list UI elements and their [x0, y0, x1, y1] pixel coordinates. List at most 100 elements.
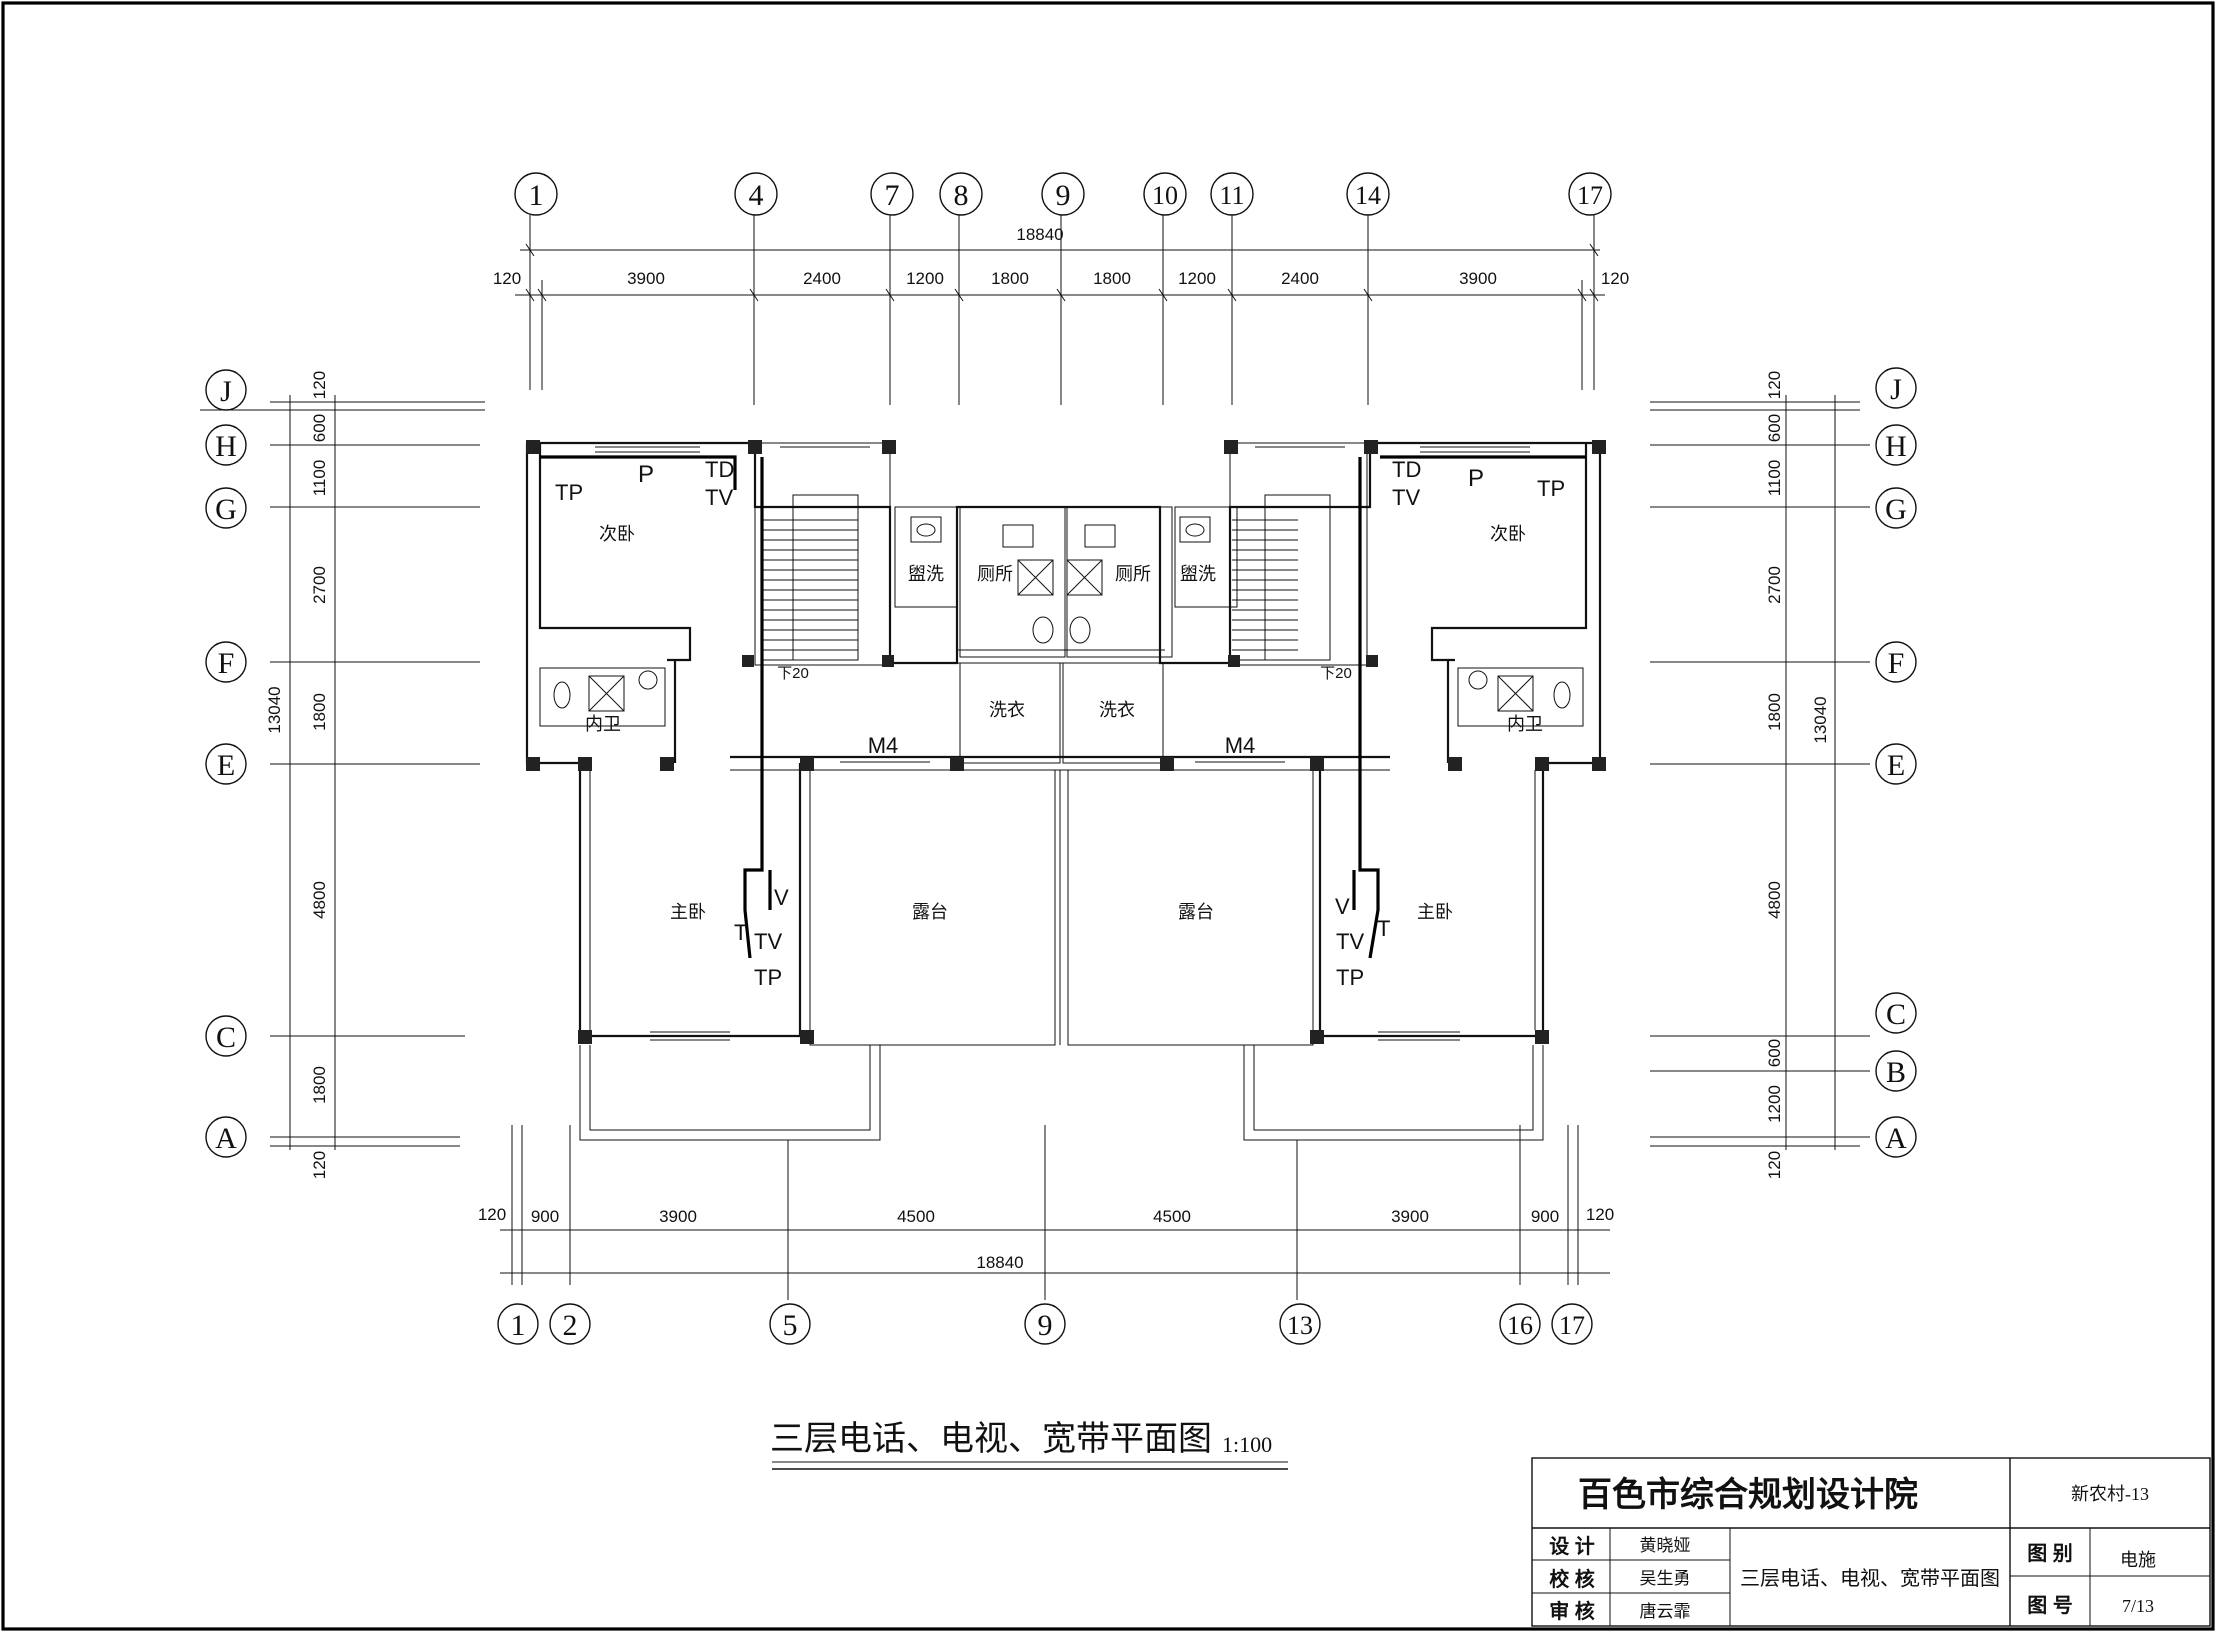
- axis-bubble: F: [205, 641, 247, 683]
- axis-bubble: 17: [1551, 1303, 1593, 1345]
- dim-text: 1800: [310, 1066, 329, 1104]
- room-label: 次卧: [599, 524, 635, 544]
- left-dimension-lines: [200, 395, 485, 1150]
- building-walls: [525, 440, 1606, 1141]
- tp-outlet-label: TP: [754, 965, 782, 990]
- row-label: 校 核: [1549, 1567, 1595, 1591]
- device-labels: M4 M4 下20 下20 TD TV TD TV TP TP P P TV T…: [555, 457, 1565, 990]
- svg-text:E: E: [1887, 749, 1905, 782]
- axis-bubble: E: [205, 743, 247, 785]
- svg-text:A: A: [215, 1122, 237, 1155]
- bottom-total-dim: 18840: [976, 1253, 1023, 1272]
- svg-text:16: 16: [1507, 1311, 1533, 1340]
- row-name: 黄晓娅: [1640, 1536, 1691, 1555]
- v-label: V: [774, 885, 789, 910]
- axis-bubble: H: [205, 424, 247, 466]
- right-axis-bubbles: J H G F E C B A: [1875, 367, 1917, 1158]
- room-label: 内卫: [585, 714, 621, 734]
- axis-bubble: B: [1875, 1050, 1917, 1092]
- dim-text: 1200: [906, 269, 944, 288]
- axis-bubble: A: [1875, 1116, 1917, 1158]
- svg-text:9: 9: [1038, 1309, 1053, 1342]
- svg-text:J: J: [220, 375, 232, 408]
- svg-text:11: 11: [1219, 181, 1244, 210]
- room-label: 露台: [1178, 902, 1214, 922]
- axis-bubble: 1: [497, 1303, 539, 1345]
- axis-bubble: 4: [734, 172, 778, 216]
- top-axis-bubbles: 1 4 7 8 9 10 11 14 17: [514, 172, 1612, 216]
- svg-text:10: 10: [1152, 181, 1178, 210]
- dim-text: 1800: [310, 693, 329, 731]
- dim-text: 120: [1765, 371, 1784, 399]
- room-label: 盥洗: [908, 564, 944, 584]
- title-block: 百色市综合规划设计院 新农村-13 设 计 校 核 审 核 黄晓娅 吴生勇 唐云…: [1531, 1457, 2211, 1627]
- svg-text:G: G: [1885, 493, 1907, 526]
- svg-text:1: 1: [529, 179, 544, 212]
- room-label: 盥洗: [1180, 564, 1216, 584]
- tp-outlet-label: TP: [1537, 476, 1565, 501]
- svg-text:13: 13: [1287, 1311, 1313, 1340]
- dim-text: 2700: [1765, 566, 1784, 604]
- drawing-title-block: 三层电话、电视、宽带平面图 1:100: [770, 1420, 1288, 1470]
- svg-text:F: F: [218, 647, 235, 680]
- axis-bubble: A: [205, 1116, 247, 1158]
- top-axis-lines: [529, 215, 1595, 405]
- dim-text: 2700: [310, 566, 329, 604]
- dim-text: 1100: [310, 460, 329, 497]
- dim-text: 1800: [1765, 693, 1784, 731]
- door-label: M4: [868, 733, 899, 758]
- dim-text: 3900: [1459, 269, 1497, 288]
- svg-text:A: A: [1885, 1122, 1907, 1155]
- dim-text: 600: [1765, 1039, 1784, 1067]
- dim-text: 2400: [803, 269, 841, 288]
- dim-text: 900: [531, 1207, 559, 1226]
- axis-bubble: 5: [769, 1303, 811, 1345]
- dim-text: 3900: [659, 1207, 697, 1226]
- room-label: 厕所: [1115, 564, 1151, 584]
- left-total-dim: 13040: [265, 686, 284, 733]
- tp-outlet-label: TP: [555, 480, 583, 505]
- dim-text: 4800: [1765, 881, 1784, 919]
- dim-text: 1100: [1765, 460, 1784, 497]
- axis-bubble: 14: [1346, 172, 1390, 216]
- axis-bubble: 16: [1499, 1303, 1541, 1345]
- axis-bubble: J: [1875, 367, 1917, 409]
- room-label: 次卧: [1490, 524, 1526, 544]
- svg-text:G: G: [215, 493, 237, 526]
- p-label: P: [1468, 465, 1484, 492]
- svg-text:E: E: [217, 749, 235, 782]
- dim-text: 600: [310, 414, 329, 442]
- row-name: 吴生勇: [1640, 1569, 1691, 1588]
- stair-down-label: 下20: [1320, 665, 1352, 682]
- dim-text: 120: [1601, 269, 1629, 288]
- dim-text: 900: [1531, 1207, 1559, 1226]
- axis-bubble: 10: [1143, 172, 1187, 216]
- institute-name: 百色市综合规划设计院: [1578, 1475, 1918, 1514]
- axis-bubble: C: [1875, 992, 1917, 1034]
- svg-text:H: H: [215, 430, 237, 463]
- dim-text: 120: [493, 269, 521, 288]
- row-label: 审 核: [1549, 1599, 1595, 1623]
- dim-text: 120: [478, 1205, 506, 1224]
- axis-bubble: 13: [1279, 1303, 1321, 1345]
- svg-text:8: 8: [954, 179, 969, 212]
- dim-text: 4500: [1153, 1207, 1191, 1226]
- door-label: M4: [1225, 733, 1256, 758]
- tv-outlet-label: TV: [754, 929, 782, 954]
- axis-bubble: 7: [870, 172, 914, 216]
- svg-text:5: 5: [783, 1309, 798, 1342]
- axis-bubble: C: [205, 1015, 247, 1057]
- svg-text:2: 2: [563, 1309, 578, 1342]
- svg-text:4: 4: [749, 179, 764, 212]
- left-axis-bubbles: J H G F E C A: [205, 369, 247, 1158]
- dim-text: 4800: [310, 881, 329, 919]
- axis-bubble: H: [1875, 424, 1917, 466]
- room-labels: 次卧 次卧 盥洗 盥洗 厕所 厕所 洗衣 洗衣 内卫 内卫 主卧 主卧 露台 露…: [585, 524, 1543, 922]
- axis-bubble: 9: [1024, 1303, 1066, 1345]
- svg-text:1: 1: [511, 1309, 526, 1342]
- axis-bubble: E: [1875, 743, 1917, 785]
- dim-text: 4500: [897, 1207, 935, 1226]
- bottom-dims: 120 900 3900 4500 4500 3900 900 120: [478, 1205, 1614, 1226]
